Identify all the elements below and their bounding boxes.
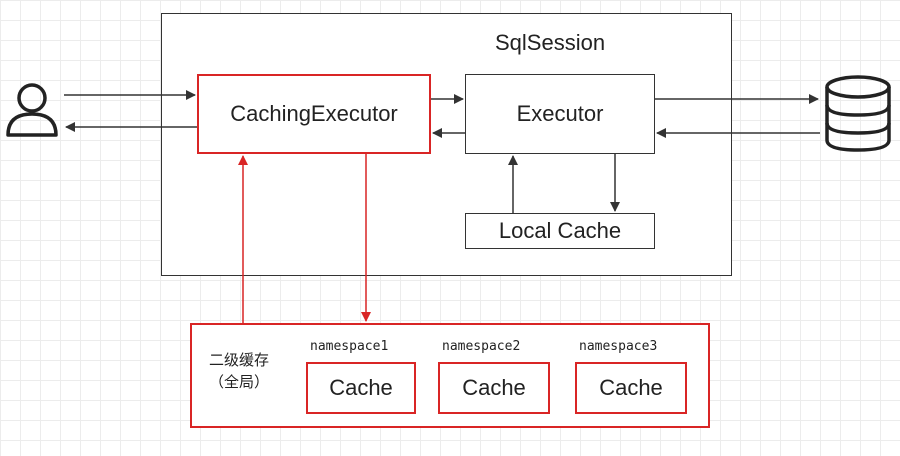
local-cache-box: Local Cache: [465, 213, 655, 249]
executor-label: Executor: [516, 101, 604, 126]
cache-label: Cache: [462, 375, 526, 400]
database-icon: [825, 75, 891, 152]
namespace-cache-box: Cache: [438, 362, 550, 414]
caching-executor-label: CachingExecutor: [230, 101, 398, 126]
cache-label: Cache: [329, 375, 393, 400]
executor-box: Executor: [465, 74, 655, 154]
namespace-label: namespace2: [442, 339, 521, 354]
second-level-cache-label: 二级缓存 （全局）: [207, 350, 271, 394]
cache-label: Cache: [599, 375, 663, 400]
second-level-cache-label-line2: （全局）: [208, 374, 269, 391]
caching-executor-box: CachingExecutor: [197, 74, 431, 154]
user-icon: [6, 83, 58, 137]
namespace-label: namespace3: [579, 339, 658, 354]
namespace-cache-box: Cache: [575, 362, 687, 414]
namespace-label: namespace1: [310, 339, 389, 354]
second-level-cache-label-line1: 二级缓存: [208, 352, 269, 369]
local-cache-label: Local Cache: [498, 218, 622, 243]
namespace-cache-box: Cache: [306, 362, 416, 414]
sqlsession-title: SqlSession: [495, 30, 606, 55]
